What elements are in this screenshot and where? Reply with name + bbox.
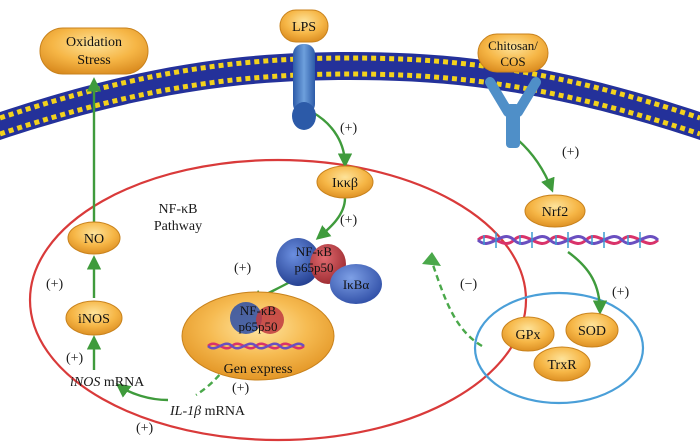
arrow-ikkb-to-nfkb [315,197,347,240]
arrows [86,77,608,402]
nucleus: NF-κB p65p50 Gen express [181,291,335,381]
trxr-node: TrxR [533,346,591,382]
ikkb-node: Iκκβ [316,165,374,199]
antioxidant-enzyme-circle [473,291,645,405]
nrf2-label: Nrf2 [542,205,568,220]
nucleus-nfkb-subunits: p65p50 [239,319,278,334]
sign-lps-to-ikkb: (+) [340,121,358,136]
arrow-nrf2-to-enzymes [567,251,608,315]
inos-mrna-suffix: mRNA [100,375,145,390]
inos-mrna-label: iNOS mRNA [70,375,145,390]
il1b-mrna-suffix: mRNA [201,404,246,419]
oxidation-label: Oxidation [66,35,122,50]
il1b-mrna-label: IL-1β mRNA [169,404,246,419]
sign-nrf2-to-enzymes: (+) [612,285,630,300]
inos-node: iNOS [65,300,123,336]
arrow-lps-to-ikkb [311,110,353,168]
inos-gene-name: iNOS [70,375,100,390]
gpx-label: GPx [516,328,541,343]
sign-gen-to-il1b: (+) [232,381,250,396]
sign-enzymes-inhibit: (−) [460,277,478,292]
gen-express-label: Gen express [224,362,293,377]
sign-inos-to-no: (+) [46,277,64,292]
gpx-node: GPx [501,316,555,352]
sign-ikkb-to-nfkb: (+) [340,213,358,228]
pathway-label-line1: NF-κB [159,202,198,217]
sign-chitosan-to-nrf2: (+) [562,145,580,160]
ikkb-label: Iκκβ [332,176,358,191]
sod-node: SOD [565,312,619,348]
ikba-node: IκBα [330,264,382,304]
lps-label: LPS [292,20,316,35]
stress-label: Stress [77,53,110,68]
arrow-il1b-to-inosmrna [115,383,169,402]
oxidation-stress-node: Oxidation Stress [39,27,149,75]
sod-label: SOD [578,324,606,339]
chitosan-label: Chitosan/ [488,38,538,53]
no-label: NO [84,232,104,247]
ikba-label: IκBα [343,277,370,292]
dashed-enzyme-inhibit [430,261,483,348]
arrow-chitosan-to-nrf2 [517,139,555,193]
inos-label: iNOS [78,312,110,327]
cell-membrane [0,52,700,140]
dna-helix-icon [476,232,660,248]
chitosan-receptor: Chitosan/ COS [477,33,549,148]
nfkb-complex-label: NF-κB [296,244,332,259]
nucleus-nfkb-label: NF-κB [240,303,276,318]
sign-mrna-to-inos: (+) [66,351,84,366]
nfkb-complex-subunits: p65p50 [295,260,334,275]
no-node: NO [67,221,121,255]
sign-nfkb-to-nucleus: (+) [234,261,252,276]
nrf2-node: Nrf2 [524,194,586,228]
nfkb-pathway-circle [28,158,528,442]
trxr-label: TrxR [547,358,577,373]
lps-receptor: LPS [279,9,329,130]
il1b-gene-name: IL-1β [169,404,201,419]
sign-il1b-to-inos-mrna: (+) [136,421,154,436]
pathway-label-line2: Pathway [154,219,202,234]
cos-label: COS [500,54,525,69]
